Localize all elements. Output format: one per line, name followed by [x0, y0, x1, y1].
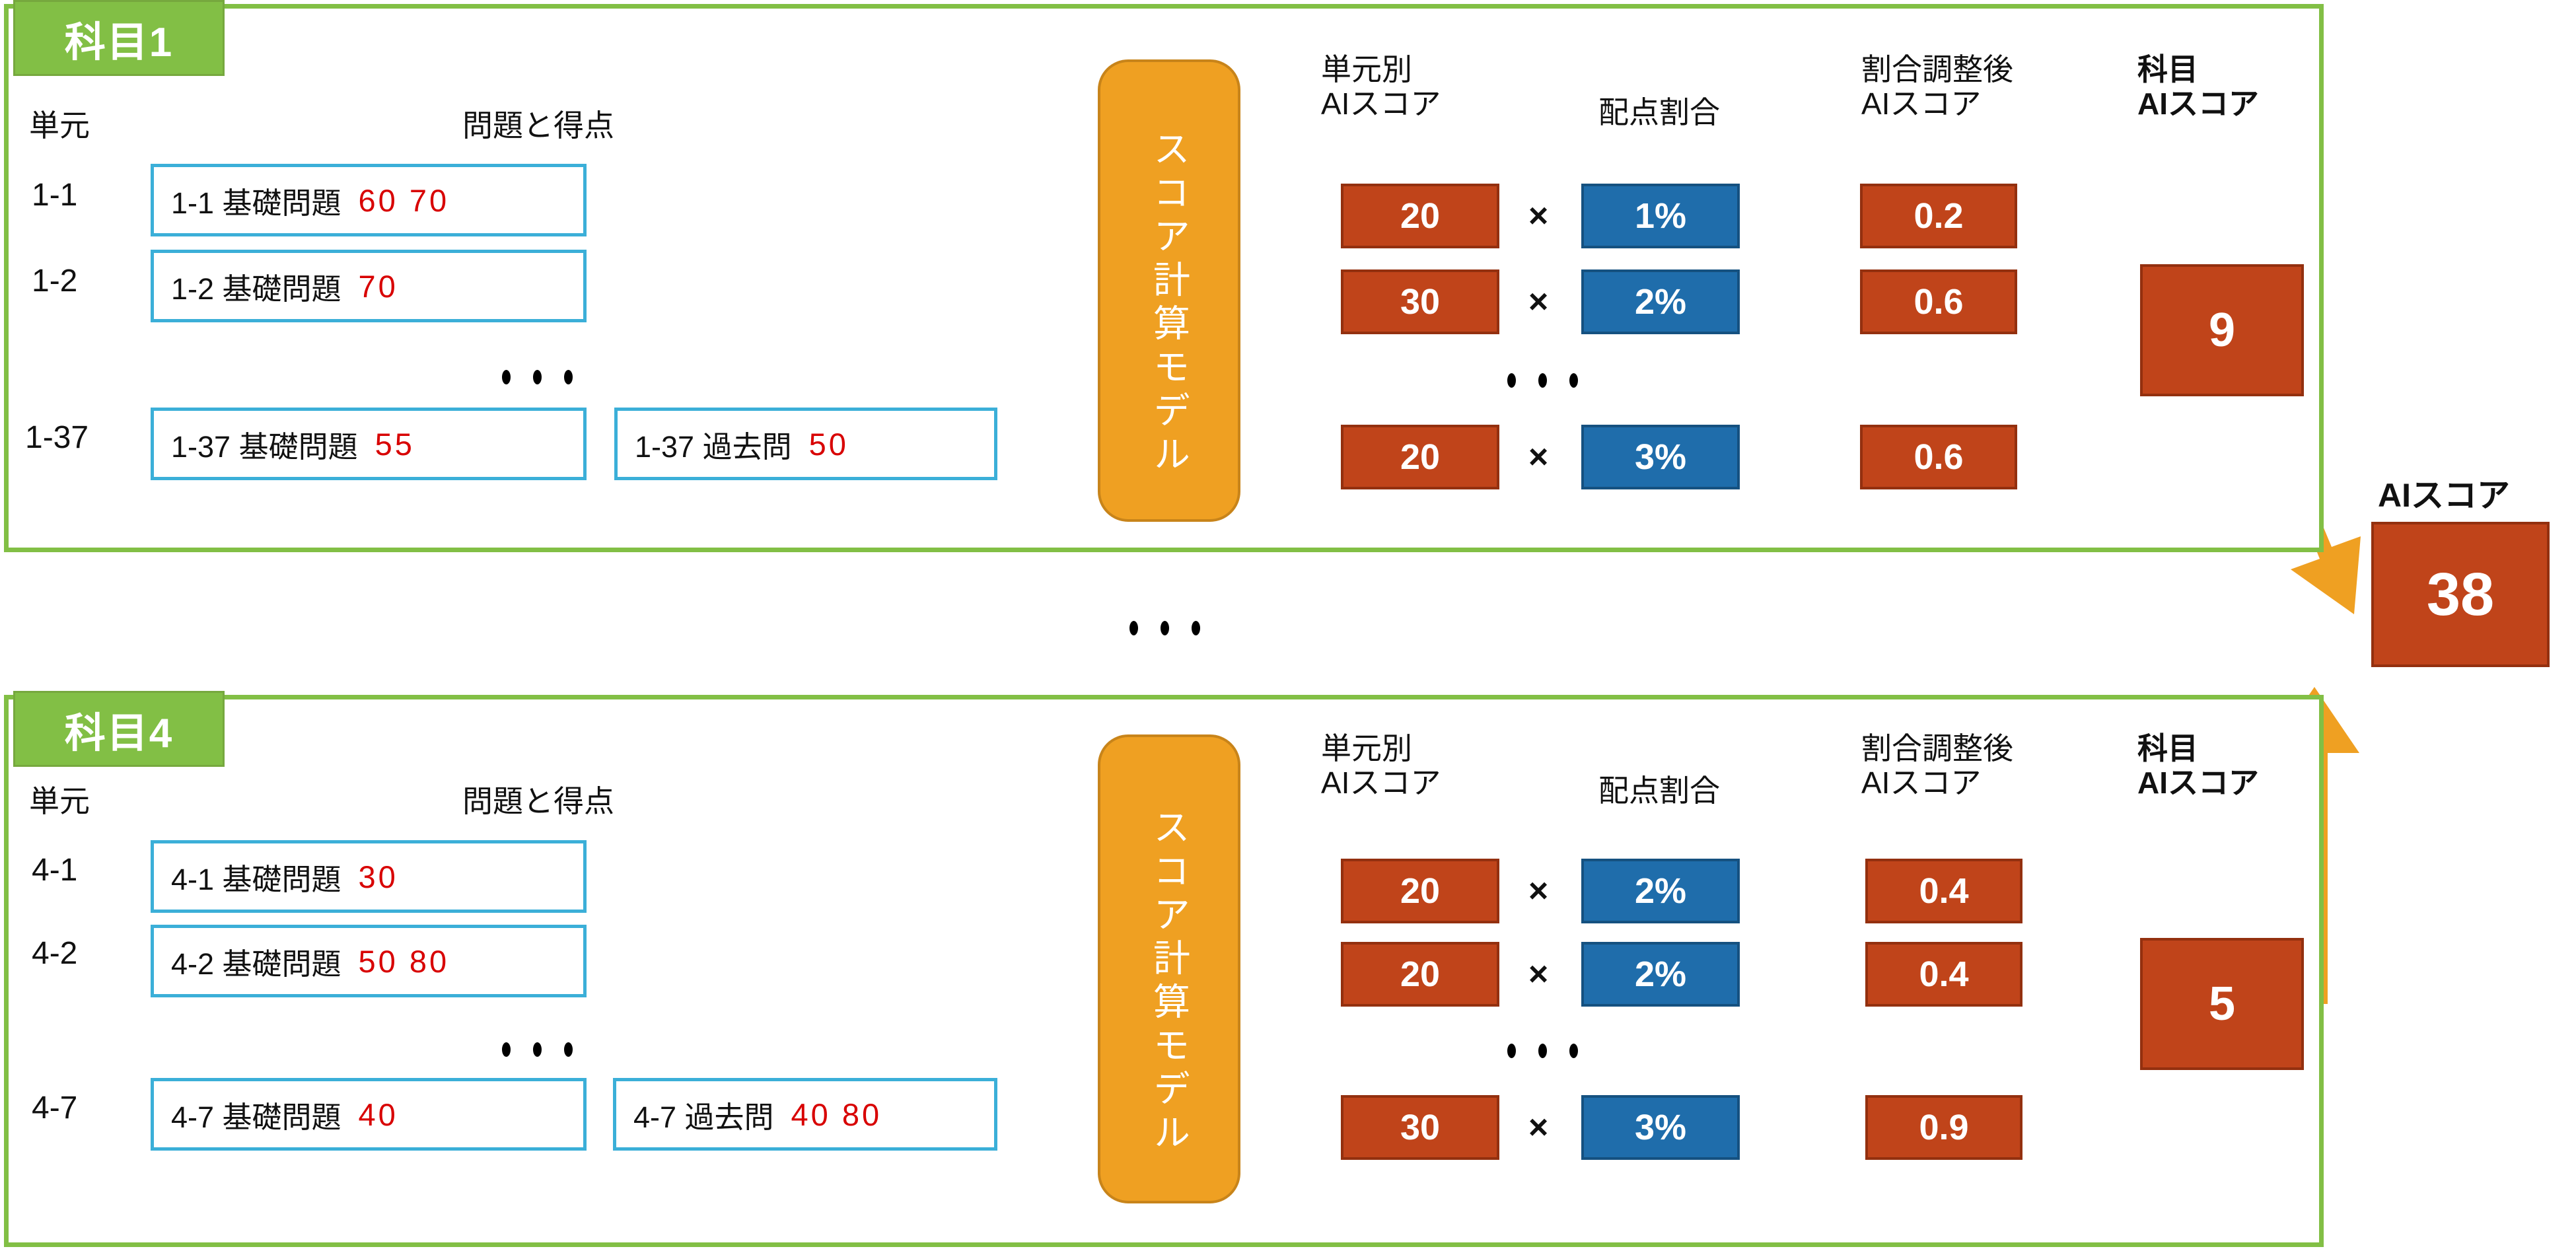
- total-ai-score-label: AIスコア: [2378, 477, 2510, 514]
- header-unit-ai-score-4: 単元別 AIスコア: [1321, 731, 1441, 800]
- problem-scores: 70: [358, 268, 398, 304]
- times-symbol-1-37: ×: [1528, 438, 1549, 476]
- subject-panel-4-tab[interactable]: 科目4: [13, 691, 225, 767]
- problem-box-1-1-a[interactable]: 1-1 基礎問題 60 70: [151, 164, 587, 236]
- unit-label-1-37: 1-37: [25, 420, 89, 455]
- unit-score-chip-1-1: 20: [1341, 184, 1499, 248]
- times-symbol-1-1: ×: [1528, 197, 1549, 235]
- unit-label-1-1: 1-1: [32, 178, 78, 213]
- ellipsis-problems-4: [502, 1042, 573, 1057]
- unit-score-chip-4-2: 20: [1341, 942, 1499, 1007]
- header-weight-ratio-4: 配点割合: [1598, 773, 1720, 808]
- problem-title: 1-37 過去問: [635, 429, 792, 464]
- weight-chip-4-7: 3%: [1581, 1095, 1740, 1160]
- header-subject-ai-score-1: 科目 AIスコア: [2137, 52, 2259, 121]
- times-symbol-4-1: ×: [1528, 872, 1549, 910]
- header-unit-ai-score-1: 単元別 AIスコア: [1321, 52, 1441, 121]
- adjusted-chip-4-2: 0.4: [1865, 942, 2022, 1007]
- subject-panel-1-tab[interactable]: 科目1: [13, 0, 225, 76]
- adjusted-chip-4-1: 0.4: [1865, 859, 2022, 923]
- unit-label-1-2: 1-2: [32, 264, 78, 299]
- header-weight-ratio-1: 配点割合: [1598, 95, 1720, 129]
- problem-box-4-7-b[interactable]: 4-7 過去問 40 80: [613, 1078, 997, 1151]
- problem-box-4-1-a[interactable]: 4-1 基礎問題 30: [151, 840, 587, 913]
- unit-score-chip-4-7: 30: [1341, 1095, 1499, 1160]
- problem-box-4-2-a[interactable]: 4-2 基礎問題 50 80: [151, 925, 587, 997]
- weight-chip-1-1: 1%: [1581, 184, 1740, 248]
- unit-score-chip-4-1: 20: [1341, 859, 1499, 923]
- header-problems-4: 問題と得点: [462, 784, 614, 818]
- ellipsis-problems-1: [502, 370, 573, 384]
- problem-box-4-7-a[interactable]: 4-7 基礎問題 40: [151, 1078, 587, 1151]
- adjusted-chip-4-7: 0.9: [1865, 1095, 2022, 1160]
- problem-title: 4-7 過去問: [633, 1100, 774, 1134]
- times-symbol-1-2: ×: [1528, 283, 1549, 321]
- ellipsis-scores-4: [1507, 1044, 1578, 1058]
- problem-box-1-2-a[interactable]: 1-2 基礎問題 70: [151, 250, 587, 322]
- problem-scores: 30: [358, 859, 398, 894]
- problem-title: 4-1 基礎問題: [171, 862, 341, 896]
- unit-score-chip-1-37: 20: [1341, 425, 1499, 489]
- adjusted-chip-1-37: 0.6: [1860, 425, 2017, 489]
- header-problems-1: 問題と得点: [462, 108, 614, 143]
- problem-scores: 60 70: [358, 182, 450, 218]
- subject-score-chip-4: 5: [2140, 938, 2304, 1070]
- weight-chip-4-2: 2%: [1581, 942, 1740, 1007]
- times-symbol-4-7: ×: [1528, 1108, 1549, 1147]
- problem-title: 1-37 基礎問題: [171, 429, 358, 464]
- weight-chip-1-2: 2%: [1581, 269, 1740, 334]
- ellipsis-between-panels: [1129, 621, 1200, 635]
- times-symbol-4-2: ×: [1528, 955, 1549, 993]
- problem-scores: 55: [375, 426, 415, 462]
- header-unit-1: 単元: [29, 108, 90, 143]
- header-subject-ai-score-4: 科目 AIスコア: [2137, 731, 2259, 800]
- problem-scores: 50 80: [358, 943, 450, 979]
- adjusted-chip-1-2: 0.6: [1860, 269, 2017, 334]
- weight-chip-1-37: 3%: [1581, 425, 1740, 489]
- unit-score-chip-1-2: 30: [1341, 269, 1499, 334]
- problem-title: 4-7 基礎問題: [171, 1100, 341, 1134]
- unit-label-4-7: 4-7: [32, 1090, 78, 1126]
- header-unit-4: 単元: [29, 784, 90, 818]
- adjusted-chip-1-1: 0.2: [1860, 184, 2017, 248]
- problem-box-1-37-b[interactable]: 1-37 過去問 50: [614, 408, 997, 480]
- header-adjusted-ai-score-1: 割合調整後 AIスコア: [1861, 52, 2013, 121]
- problem-box-1-37-a[interactable]: 1-37 基礎問題 55: [151, 408, 587, 480]
- unit-label-4-1: 4-1: [32, 853, 78, 888]
- problem-scores: 40: [358, 1096, 398, 1132]
- weight-chip-4-1: 2%: [1581, 859, 1740, 923]
- problem-title: 1-2 基礎問題: [171, 271, 341, 306]
- problem-scores: 40 80: [791, 1096, 882, 1132]
- problem-scores: 50: [808, 426, 849, 462]
- problem-title: 1-1 基礎問題: [171, 186, 341, 220]
- subject-score-chip-1: 9: [2140, 264, 2304, 396]
- ellipsis-scores-1: [1507, 373, 1578, 388]
- header-adjusted-ai-score-4: 割合調整後 AIスコア: [1861, 731, 2013, 800]
- score-model-box-1[interactable]: スコア計算モデル: [1098, 59, 1240, 522]
- score-model-box-4[interactable]: スコア計算モデル: [1098, 734, 1240, 1203]
- problem-title: 4-2 基礎問題: [171, 947, 341, 981]
- unit-label-4-2: 4-2: [32, 936, 78, 971]
- total-ai-score-chip: 38: [2371, 522, 2550, 667]
